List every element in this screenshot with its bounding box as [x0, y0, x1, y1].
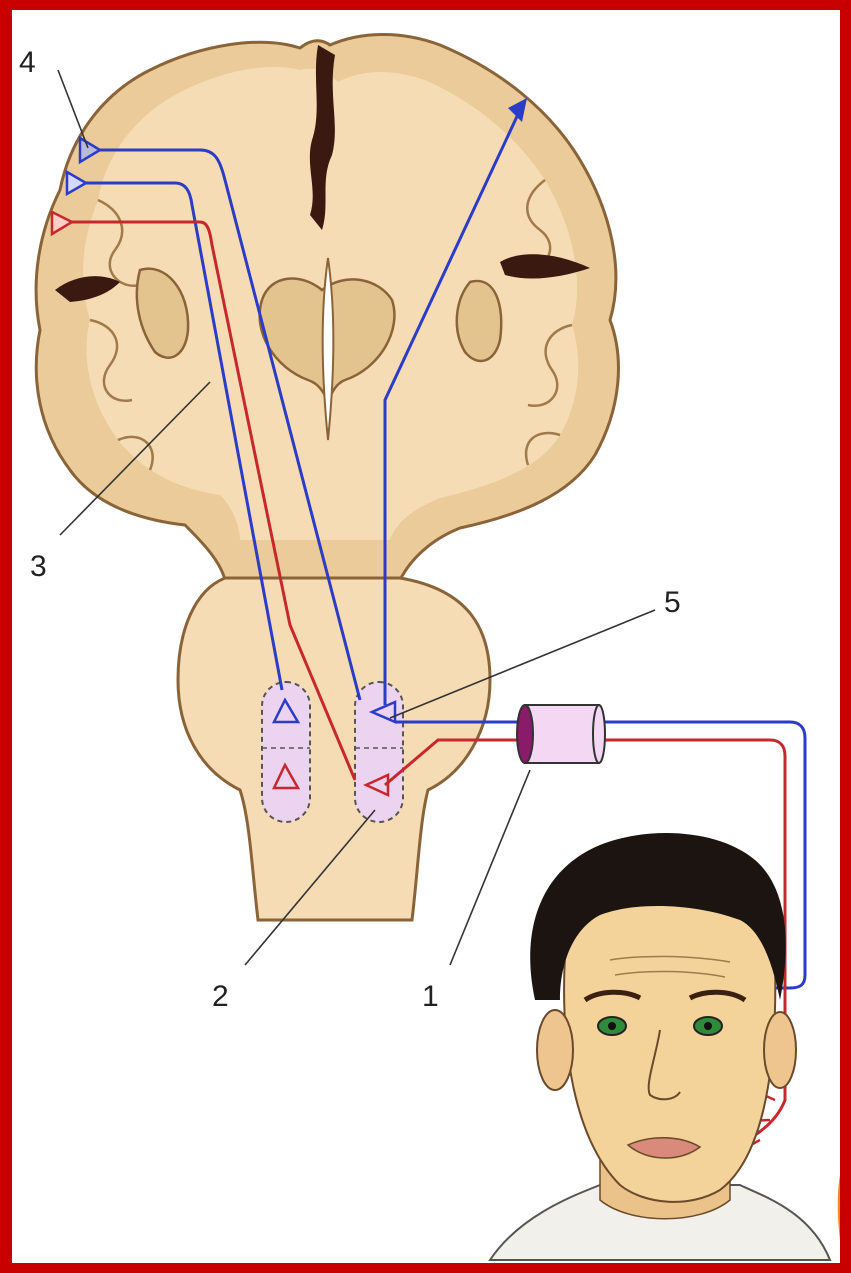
ear-left: [537, 1010, 573, 1090]
nerve-tube-icon: [517, 705, 605, 763]
diagram-frame: 4 3 5 2 1: [12, 10, 840, 1263]
edge-artifact: [838, 1150, 840, 1245]
label-1: 1: [422, 982, 439, 1012]
facial-nerve-pathway-diagram: [12, 10, 840, 1263]
ear-right: [764, 1012, 796, 1088]
label-2: 2: [212, 982, 229, 1012]
brain-section: [36, 34, 618, 920]
label-4: 4: [19, 48, 36, 78]
label-5: 5: [664, 588, 681, 618]
brainstem: [178, 578, 490, 920]
lentiform-right: [457, 281, 501, 361]
face-illustration: [490, 833, 830, 1260]
label-3: 3: [30, 552, 47, 582]
